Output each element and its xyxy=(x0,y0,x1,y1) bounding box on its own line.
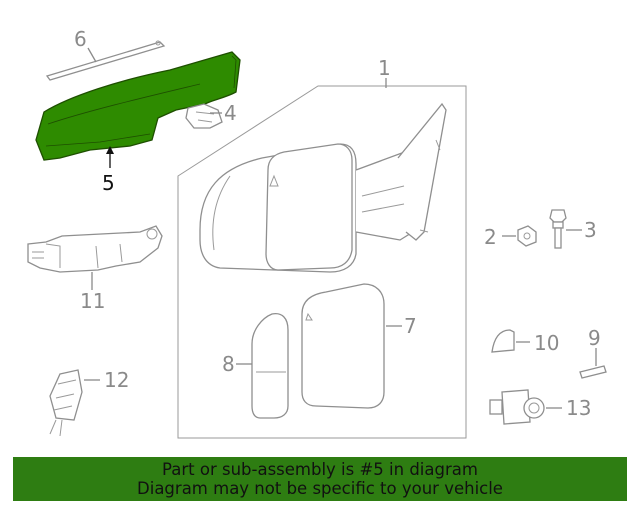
part-7-mirror-glass[interactable] xyxy=(301,283,385,409)
callout-7: 7 xyxy=(404,314,417,338)
parts-diagram: 6 5 4 1 7 8 xyxy=(27,27,607,439)
part-13-camera xyxy=(489,389,545,425)
callout-11: 11 xyxy=(80,289,105,313)
callout-5: 5 xyxy=(102,171,115,195)
part-12-harness xyxy=(49,369,83,437)
callout-1: 1 xyxy=(378,56,391,80)
part-11-housing-bracket xyxy=(27,225,163,273)
info-banner: Part or sub-assembly is #5 in diagram Di… xyxy=(13,457,627,501)
callout-4: 4 xyxy=(224,101,237,125)
callout-10: 10 xyxy=(534,331,559,355)
banner-line-2: Diagram may not be specific to your vehi… xyxy=(137,479,503,498)
part-1-mirror-assembly xyxy=(199,102,447,273)
part-8-spotter-glass[interactable] xyxy=(251,312,289,419)
part-1-assembly-outline xyxy=(177,85,467,439)
part-10-cap xyxy=(491,329,515,353)
callout-3: 3 xyxy=(584,218,597,242)
part-3-bolt xyxy=(549,209,567,249)
banner-line-1: Part or sub-assembly is #5 in diagram xyxy=(162,460,478,479)
callout-2: 2 xyxy=(484,225,497,249)
callout-8: 8 xyxy=(222,352,235,376)
callout-6: 6 xyxy=(74,27,87,51)
callout-12: 12 xyxy=(104,368,129,392)
part-6-strip xyxy=(45,40,166,81)
callout-13: 13 xyxy=(566,396,591,420)
part-9-lamp xyxy=(579,365,607,379)
callout-9: 9 xyxy=(588,326,601,350)
part-5-mirror-cover[interactable] xyxy=(35,51,241,161)
part-4-bracket xyxy=(185,103,223,129)
part-2-nut xyxy=(517,225,537,247)
